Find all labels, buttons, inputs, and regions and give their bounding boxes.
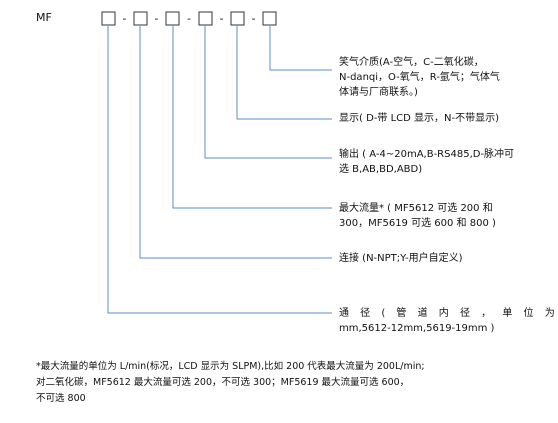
code-box-5 xyxy=(230,11,245,26)
model-prefix: MF xyxy=(36,11,52,24)
leader-line-connection xyxy=(139,26,332,259)
footnote: *最大流量的单位为 L/min(标况，LCD 显示为 SLPM),比如 200 … xyxy=(36,361,425,404)
code-separator-1: - xyxy=(123,12,127,25)
code-box-2 xyxy=(133,11,148,26)
desc-output: 输出 ( A-4~20mA,B-RS485,D-脉冲可 选 B,AB,BD,AB… xyxy=(339,149,515,175)
leader-line-display xyxy=(236,26,332,120)
code-separator-5: - xyxy=(252,12,256,25)
code-box-1 xyxy=(101,11,116,26)
code-box-3 xyxy=(165,11,180,26)
code-separator-3: - xyxy=(187,12,191,25)
desc-gas-medium: 笑气介质(A-空气，C-二氧化碳， N-danqi，O-氧气，R-氩气；气体气 … xyxy=(339,57,500,98)
desc-display: 显示( D-带 LCD 显示，N-不带显示) xyxy=(339,113,499,124)
leader-line-gas xyxy=(269,26,332,71)
leader-line-bore xyxy=(107,26,332,314)
desc-connection: 连接 (N-NPT;Y-用户自定义) xyxy=(339,253,463,264)
code-box-6 xyxy=(262,11,277,26)
desc-max-flow: 最大流量* ( MF5612 可选 200 和 300，MF5619 可选 60… xyxy=(339,203,496,229)
desc-bore: 通 径 ( 管 道 内 径 ， 单 位 为 mm,5612-12mm,5619-… xyxy=(339,308,558,334)
code-separator-4: - xyxy=(220,12,224,25)
code-separator-2: - xyxy=(155,12,159,25)
leader-line-max-flow xyxy=(172,26,332,209)
leader-line-output xyxy=(204,26,332,159)
code-box-4 xyxy=(198,11,213,26)
